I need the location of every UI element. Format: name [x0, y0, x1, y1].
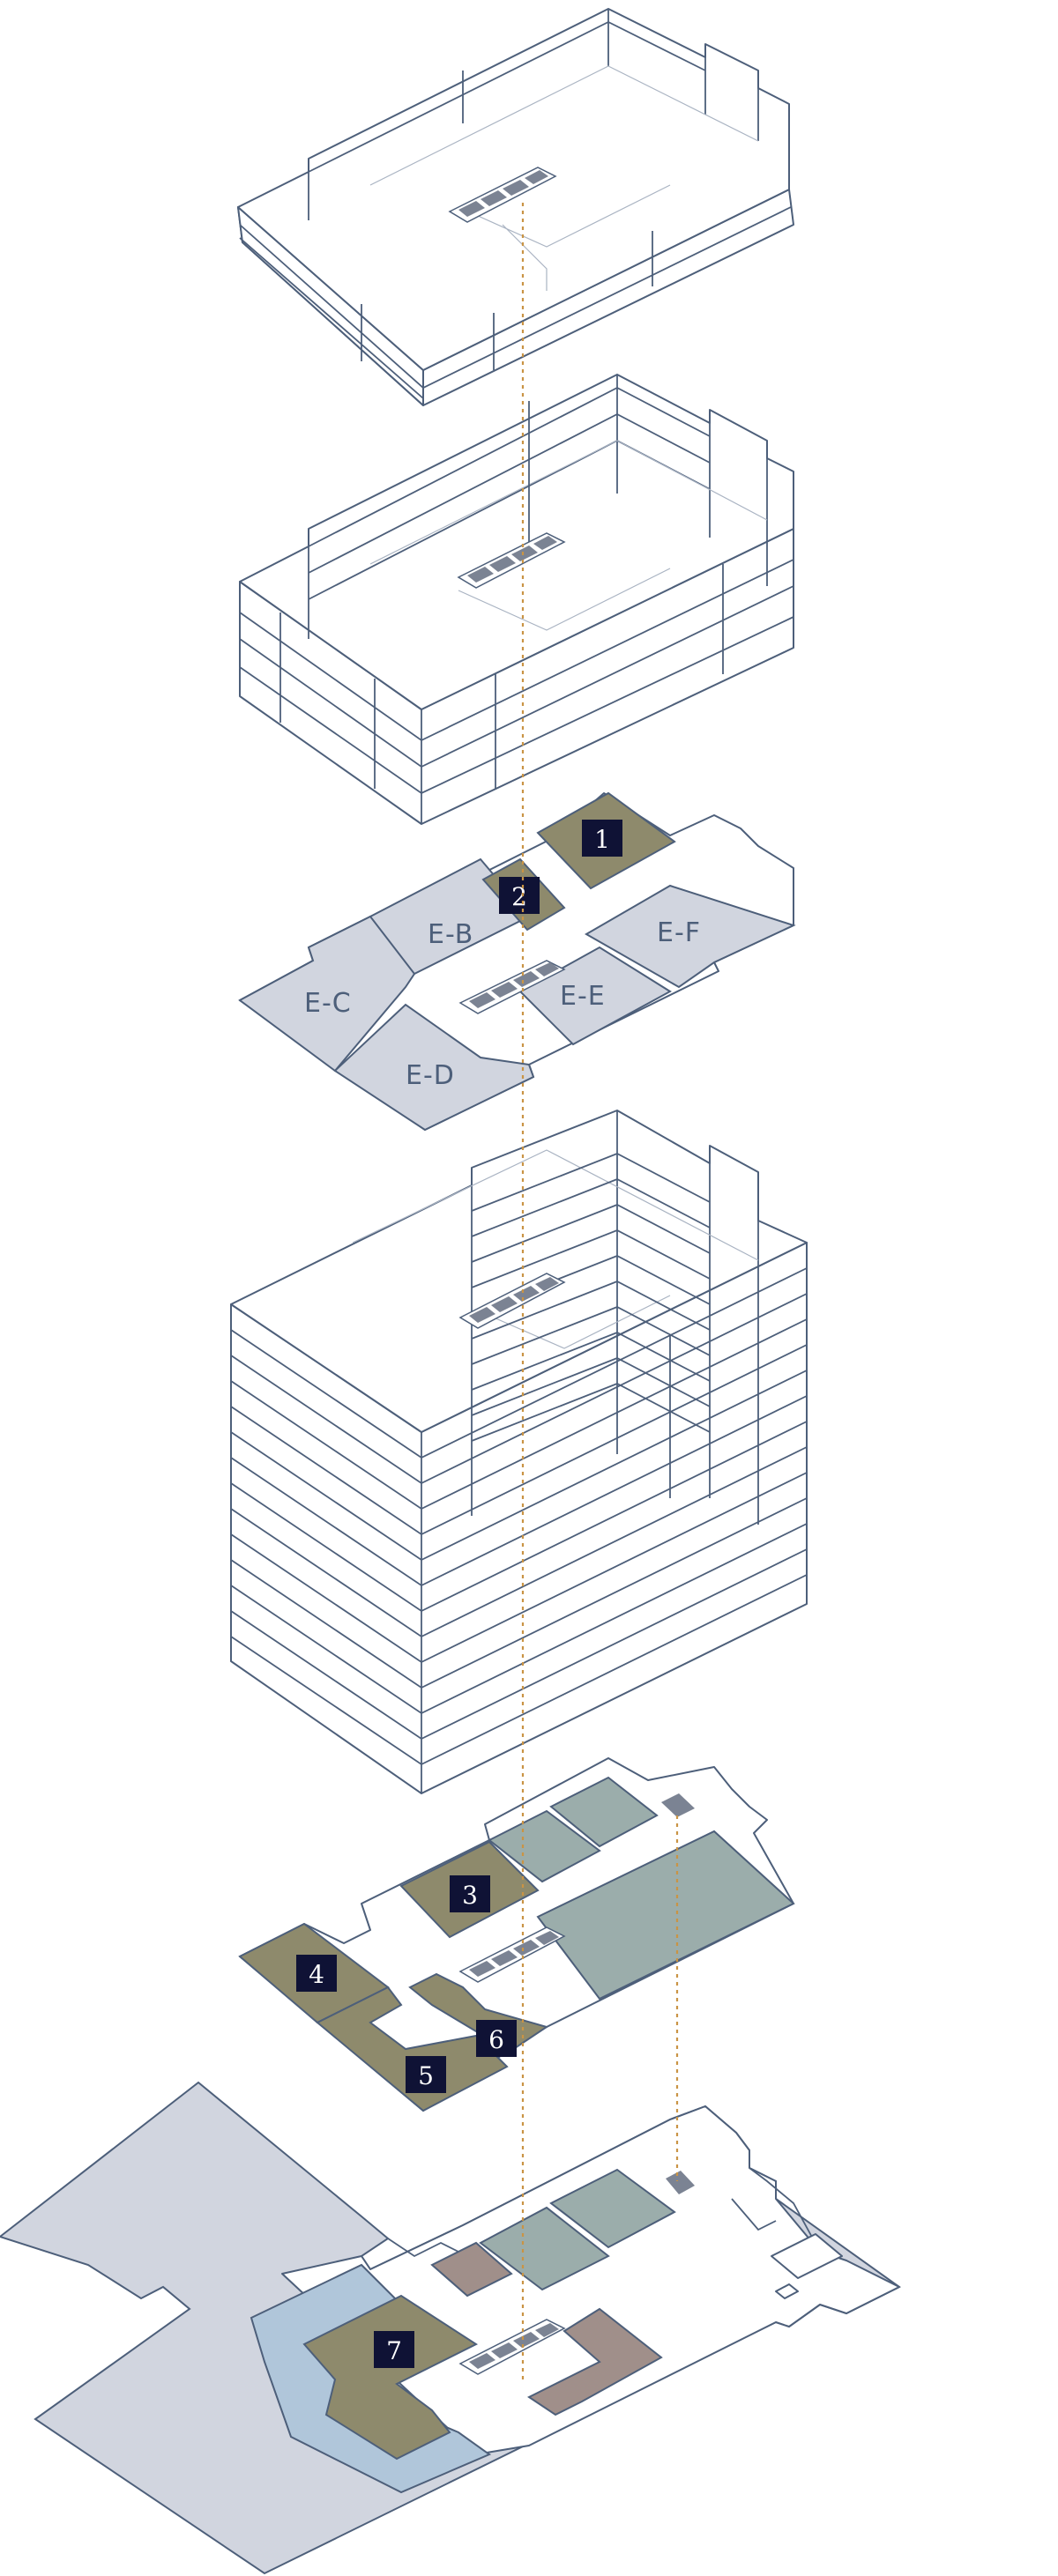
unit-e-f[interactable] — [584, 884, 796, 989]
ground-amenity-b[interactable] — [549, 2168, 676, 2249]
tower-floor-line — [230, 1523, 808, 1715]
unit-e-d[interactable] — [333, 1003, 535, 1132]
ground-amenity-a[interactable] — [479, 2206, 610, 2291]
tower-inner-floor-line — [471, 1306, 711, 1365]
svg-text:5: 5 — [418, 2061, 434, 2090]
svg-text:3: 3 — [462, 1881, 478, 1910]
marker-6[interactable]: 6 — [476, 2020, 517, 2057]
retail-space-b[interactable] — [527, 2307, 663, 2416]
ground-building-footprint — [281, 2105, 900, 2455]
riser-lines — [521, 203, 679, 2379]
suite-7[interactable] — [302, 2294, 479, 2461]
tower-inner-floor-line — [471, 1178, 711, 1237]
tower-floor-line — [230, 1472, 808, 1664]
marker-7[interactable]: 7 — [374, 2331, 414, 2368]
unit-label-e-e: E-E — [560, 981, 606, 1012]
amenity-core — [458, 1793, 695, 1983]
amenity-area-a[interactable] — [488, 1809, 601, 1883]
svg-text:7: 7 — [386, 2336, 402, 2365]
tower-inner-floor-line — [471, 1229, 711, 1288]
suite-5[interactable] — [316, 1986, 509, 2112]
upper-block — [239, 374, 794, 825]
marker-5[interactable]: 5 — [406, 2056, 446, 2093]
unit-label-e-d: E-D — [406, 1060, 455, 1091]
floor-plate-core — [458, 960, 566, 1014]
tower-floor-line — [230, 1446, 808, 1638]
unit-label-e-c: E-C — [304, 988, 352, 1019]
tower-inner-floor-line — [471, 1153, 711, 1212]
tower-inner-floor-line — [471, 1332, 711, 1391]
tower-floor-line — [230, 1395, 808, 1587]
amenity-level: 3 4 5 6 — [238, 1757, 795, 2112]
tower-floor-line — [230, 1293, 808, 1485]
marker-4[interactable]: 4 — [296, 1955, 337, 1992]
tower-inner-floor-line — [471, 1357, 711, 1416]
amenity-area-b[interactable] — [549, 1776, 659, 1848]
mid-tower-floor-lines — [230, 1153, 808, 1766]
marker-2[interactable]: 2 — [499, 877, 540, 914]
tower-floor-line — [230, 1574, 808, 1766]
tower-floor-line — [230, 1421, 808, 1613]
tower-floor-line — [230, 1344, 808, 1536]
tower-floor-line — [230, 1318, 808, 1511]
marker-1[interactable]: 1 — [582, 820, 622, 857]
ground-core — [458, 2171, 695, 2375]
top-block-core — [448, 167, 557, 223]
svg-text:6: 6 — [488, 2025, 504, 2054]
unit-label-e-b: E-B — [428, 919, 473, 950]
tower-inner-floor-line — [471, 1204, 711, 1263]
upper-block-core — [457, 532, 566, 589]
ground-level: 7 — [0, 2081, 901, 2575]
svg-text:4: 4 — [309, 1960, 324, 1989]
mid-tower-core — [458, 1273, 566, 1329]
tower-floor-line — [230, 1548, 808, 1741]
svg-text:1: 1 — [594, 825, 610, 854]
retail-space-a[interactable] — [430, 2241, 513, 2298]
tower-inner-floor-line — [471, 1281, 711, 1340]
tower-floor-line — [230, 1370, 808, 1562]
top-block — [237, 8, 794, 406]
unit-label-e-f: E-F — [657, 917, 701, 948]
svg-text:2: 2 — [511, 882, 527, 911]
tower-floor-line — [230, 1267, 808, 1459]
tower-floor-line — [230, 1497, 808, 1689]
tower-inner-floor-line — [471, 1383, 711, 1442]
amenity-area-large[interactable] — [536, 1830, 795, 2001]
marker-3[interactable]: 3 — [450, 1875, 490, 1912]
typical-floor-plate: E-B E-C E-D E-E E-F 1 2 — [238, 791, 796, 1132]
